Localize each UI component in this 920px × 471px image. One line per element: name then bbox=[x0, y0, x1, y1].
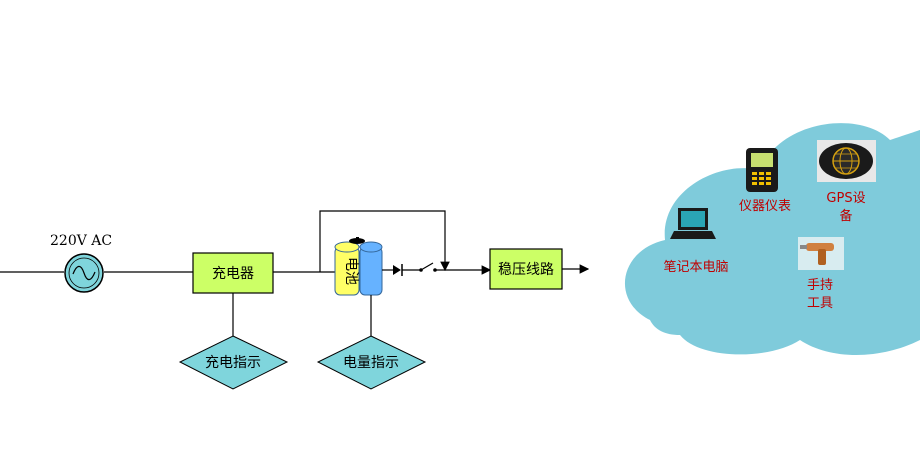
tool-label-line1: 手持 bbox=[807, 278, 833, 293]
regulator-label: 稳压线路 bbox=[498, 262, 554, 278]
charger-block bbox=[192, 252, 274, 294]
bypass-line bbox=[319, 210, 450, 272]
instrument-icon bbox=[746, 148, 778, 192]
ac-source bbox=[64, 253, 104, 293]
charger-label: 充电器 bbox=[212, 266, 254, 282]
power-indicator-label: 电量指示 bbox=[343, 355, 399, 371]
charge-indicator-diamond bbox=[178, 335, 289, 390]
ac-source-label: 220V AC bbox=[50, 233, 112, 249]
charge-indicator-label: 充电指示 bbox=[205, 355, 261, 371]
battery-label: 电池 bbox=[343, 257, 359, 285]
gps-label-line1: GPS设 bbox=[826, 191, 865, 206]
handheld-tool-icon bbox=[798, 237, 844, 270]
laptop-label: 笔记本电脑 bbox=[663, 259, 728, 275]
instrument-label: 仪器仪表 bbox=[739, 199, 791, 214]
laptop-icon bbox=[670, 208, 716, 239]
battery-icon bbox=[334, 237, 383, 296]
gps-label-line2: 备 bbox=[839, 208, 852, 224]
switch-icon bbox=[419, 262, 437, 272]
diode-icon bbox=[393, 264, 403, 276]
gps-icon bbox=[817, 140, 876, 182]
power-indicator-diamond bbox=[316, 335, 427, 390]
tool-label-line2: 工具 bbox=[807, 296, 833, 311]
